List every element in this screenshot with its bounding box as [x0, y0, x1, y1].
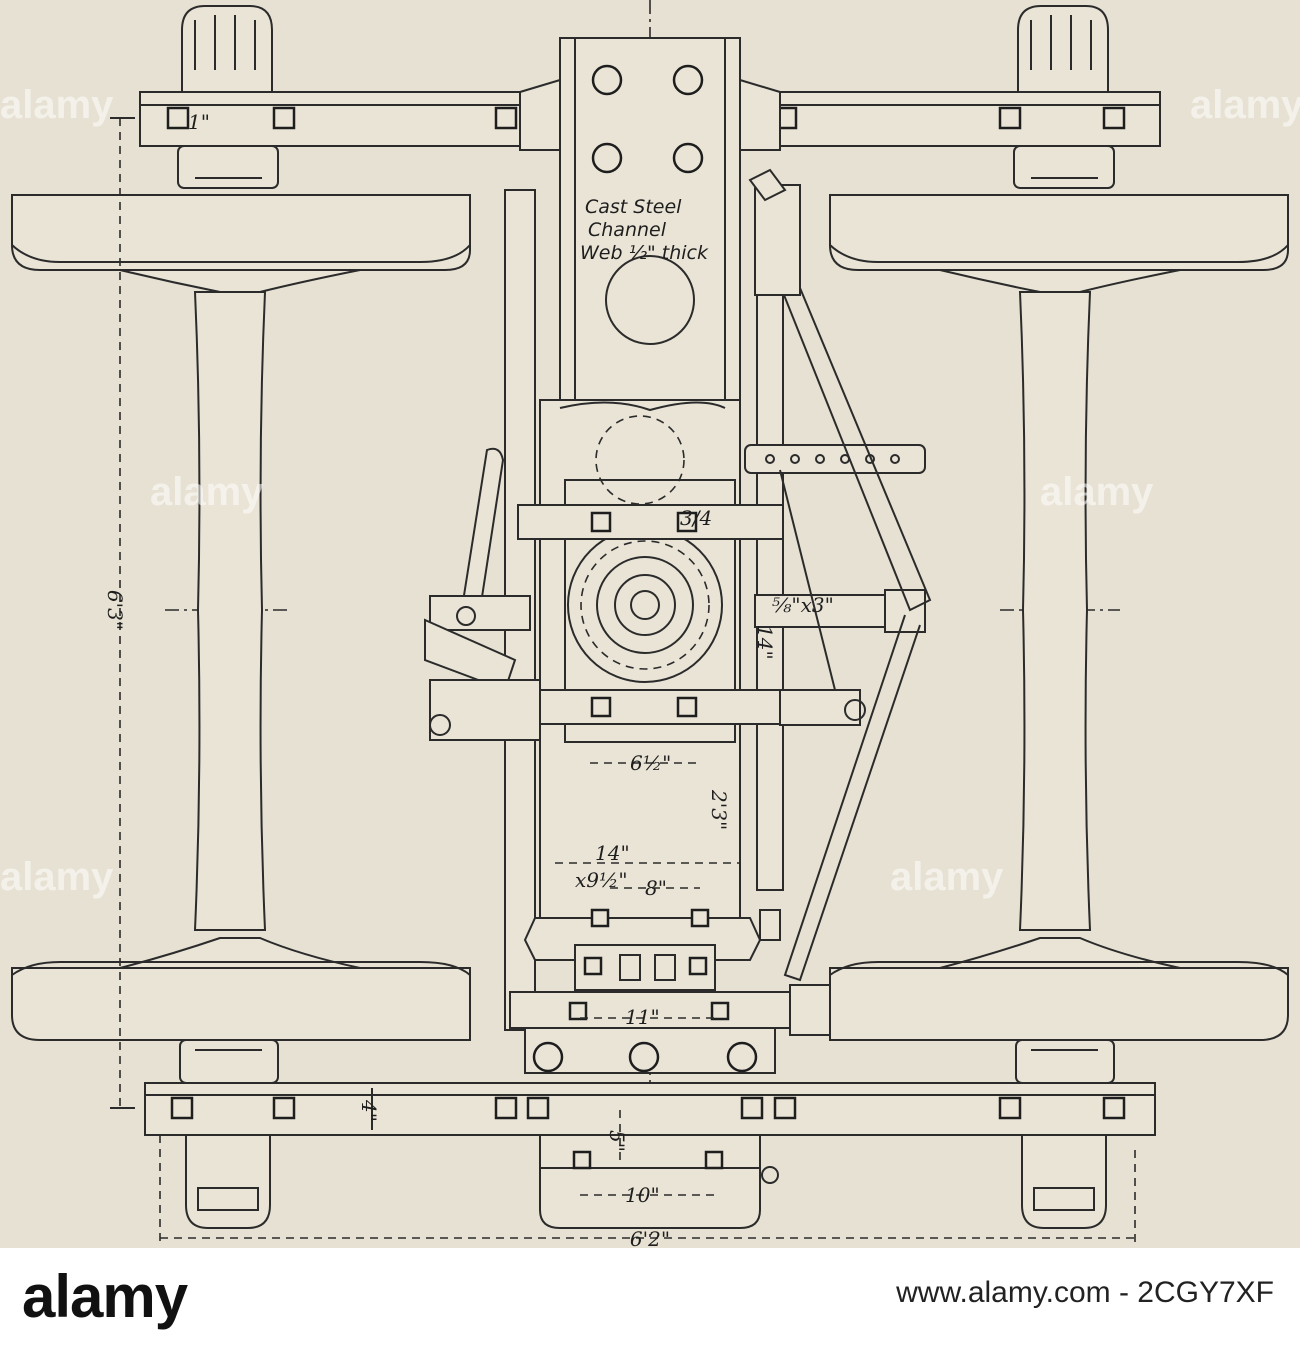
wheelset-right [829, 194, 1289, 1041]
journal-box-bottom-right [1015, 1039, 1115, 1229]
watermark: alamy [150, 470, 264, 514]
stock-footer: alamy www.alamy.com - 2CGY7XF [0, 1248, 1300, 1346]
watermark: alamy [1190, 83, 1300, 127]
bolt [526, 1096, 550, 1120]
dim-6half: 6½" [630, 751, 671, 775]
wheelbase-label: 6'3" [103, 590, 127, 630]
bolt [1102, 1096, 1126, 1120]
nut [532, 1041, 564, 1073]
bolt [568, 1001, 588, 1021]
bolt [590, 511, 612, 533]
bolster-top-casting [559, 37, 741, 409]
hidden-circle [595, 415, 685, 505]
bolt [740, 1096, 764, 1120]
bolt [166, 106, 190, 130]
bolt [494, 106, 518, 130]
bolt [572, 1150, 592, 1170]
dim-1in: 1" [188, 110, 210, 134]
bolt [590, 696, 612, 718]
bolt [710, 1001, 730, 1021]
dim-3-4: 3/4 [680, 506, 712, 530]
stock-id: www.alamy.com - 2CGY7XF [896, 1276, 1274, 1309]
brake-lever-left [424, 447, 541, 741]
journal-box-top-right [1013, 5, 1115, 189]
bottom-transverse-bar [144, 1082, 1156, 1136]
wheelset-left [11, 194, 471, 1041]
center-pin [630, 590, 660, 620]
journal-box-bottom-left [179, 1039, 279, 1229]
top-transverse-bar-left [139, 91, 551, 147]
bolt [494, 1096, 518, 1120]
rivet-hole [591, 142, 623, 174]
bolt [1102, 106, 1126, 130]
bolt [272, 106, 296, 130]
bolster-gusset-right [739, 78, 781, 151]
dim-8: 8" [645, 876, 667, 900]
bottom-center-fitting [539, 1134, 761, 1229]
bolster-note-2: Channel [588, 219, 667, 241]
journal-box-top-left [177, 5, 279, 189]
dim-11: 11" [625, 1005, 660, 1029]
rivet-hole [591, 64, 623, 96]
dim-5: 5" [605, 1130, 629, 1152]
brand-logo: alamy [22, 1263, 188, 1330]
bolster-opening [605, 255, 695, 345]
dim-4: 4" [357, 1099, 381, 1122]
bolt [773, 1096, 797, 1120]
bolt [170, 1096, 194, 1120]
cross-strap-upper [517, 504, 784, 540]
dim-2-3: 2'3" [707, 789, 731, 830]
bolster-note-3: Web ½" thick [580, 242, 709, 264]
watermark: alamy [890, 855, 1004, 899]
dim-14-short: 14" [753, 625, 777, 660]
cross-strap-lower [517, 689, 784, 725]
watermark: alamy [0, 855, 114, 899]
bolt [690, 908, 710, 928]
dim-bar: ⅝"x3" [772, 593, 834, 617]
bolt [676, 511, 698, 533]
dim-14: 14" [595, 841, 630, 865]
dim-10: 10" [625, 1183, 660, 1207]
bolt [590, 908, 610, 928]
rivet-hole [672, 64, 704, 96]
brake-rigging-right [744, 168, 932, 982]
bolt [998, 106, 1022, 130]
watermark: alamy [0, 83, 114, 127]
top-transverse-bar-right [749, 91, 1161, 147]
bolt [688, 956, 708, 976]
dim-9half: x9½" [575, 868, 628, 892]
bolt [272, 1096, 296, 1120]
watermark: alamy [1040, 470, 1154, 514]
bolster-gusset-left [519, 78, 561, 151]
nut [726, 1041, 758, 1073]
bolster-note-1: Cast Steel [585, 196, 682, 218]
rivet-hole [672, 142, 704, 174]
nut [628, 1041, 660, 1073]
bolt [583, 956, 603, 976]
bolt [676, 696, 698, 718]
gauge-label: 6'2" [630, 1227, 670, 1248]
bolt [998, 1096, 1022, 1120]
truck-plan-drawing: Cast Steel Channel Web ½" thick [0, 0, 1300, 1248]
bolt [704, 1150, 724, 1170]
